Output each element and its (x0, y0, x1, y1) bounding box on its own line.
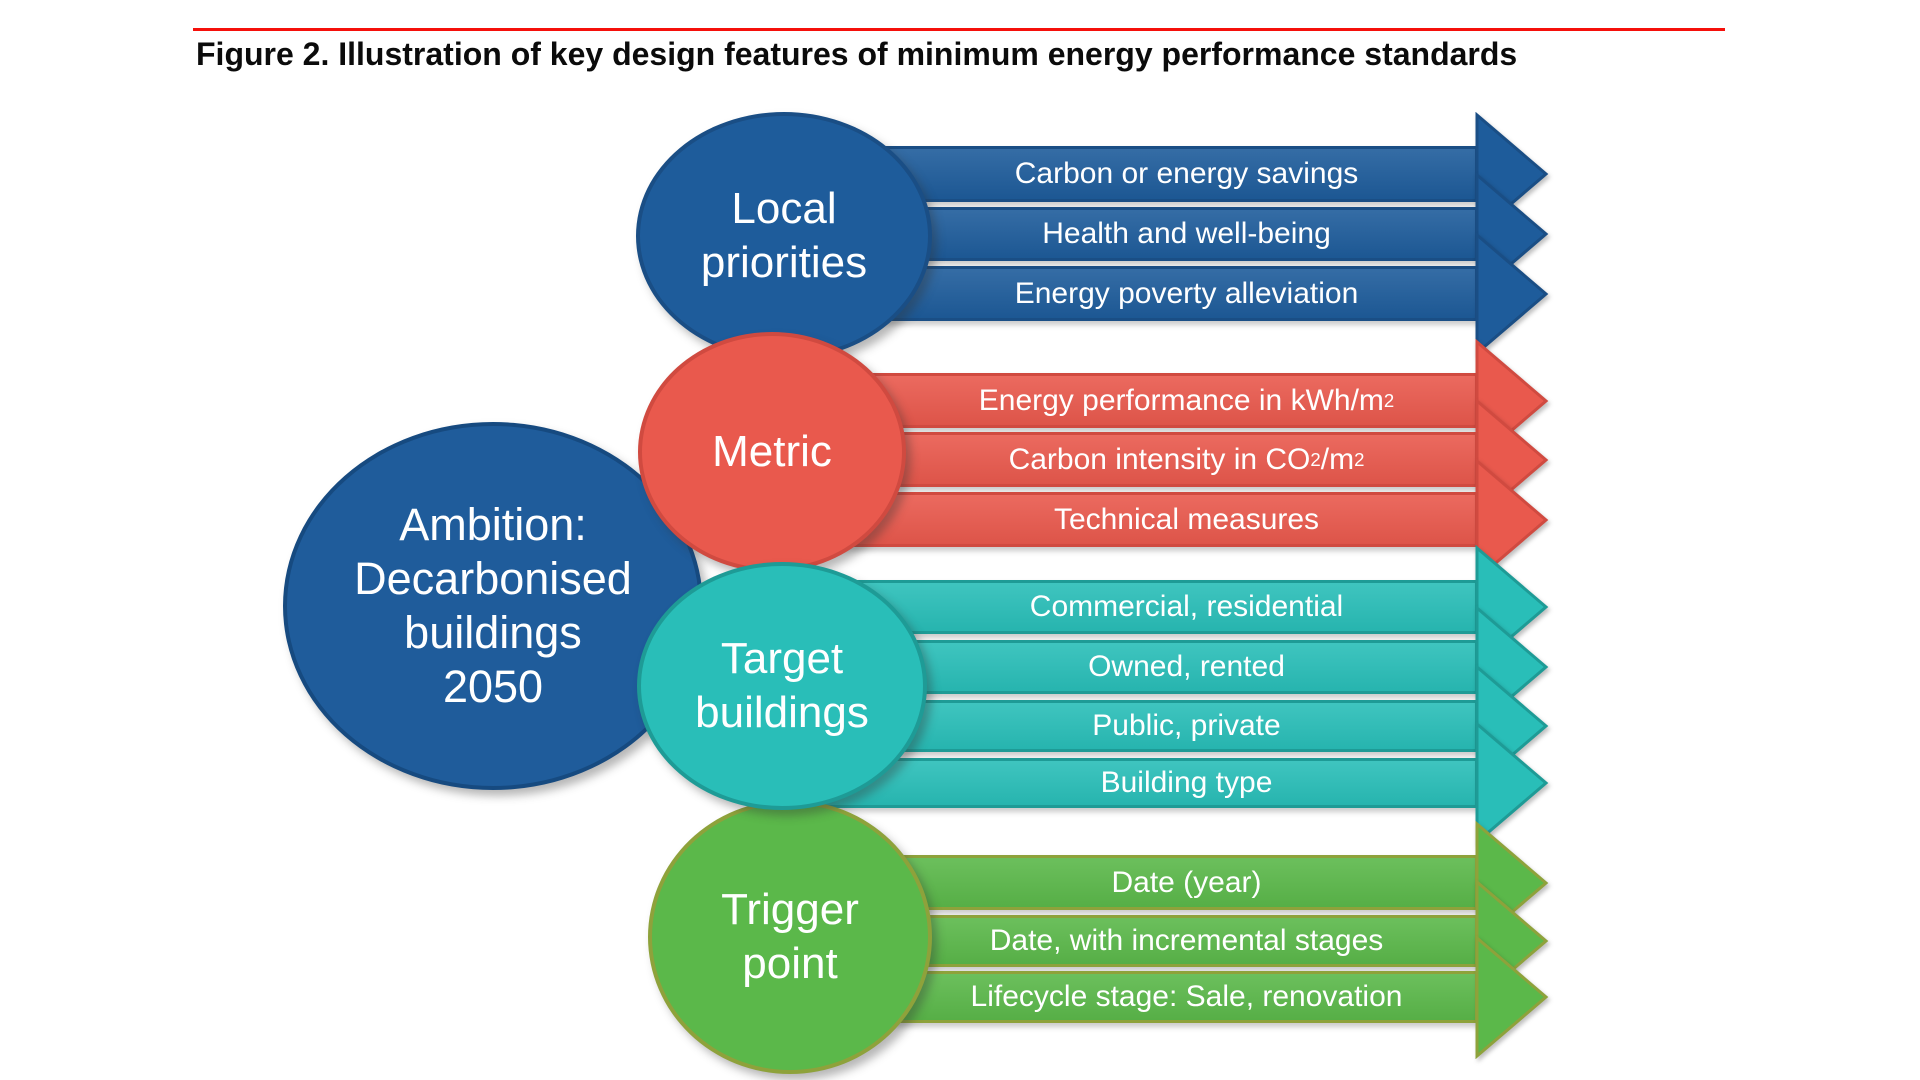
circle-metric: Metric (638, 332, 906, 572)
arrow-band-label: Building type (1100, 766, 1273, 799)
arrow-band-label: Date, with incremental stages (989, 924, 1384, 957)
circle-label-line: Target (720, 634, 844, 683)
circle-label-line: Metric (712, 427, 832, 476)
circle-local-priorities: Local priorities (636, 112, 932, 360)
circle-label-line: point (742, 939, 838, 988)
arrow-head-icon (1475, 457, 1549, 582)
arrow-band-label: Carbon or energy savings (1014, 157, 1359, 190)
circle-label-line: 2050 (442, 661, 544, 712)
circle-label-line: Ambition: (399, 499, 587, 550)
circle-trigger-point: Trigger point (648, 800, 932, 1074)
arrow-band-label: Public, private (1092, 709, 1281, 742)
arrow-band-label: Energy poverty alleviation (1014, 276, 1359, 310)
arrow-head-icon (1475, 721, 1549, 845)
arrow-band-label: Owned, rented (1088, 650, 1285, 683)
arrow-band-label: Technical measures (1053, 502, 1320, 536)
circle-label-line: buildings (695, 688, 869, 737)
arrow-band-label: Lifecycle stage: Sale, renovation (970, 980, 1403, 1013)
circle-label-line: Decarbonised (354, 553, 632, 604)
circle-target-buildings: Target buildings (637, 562, 927, 810)
arrow-band-label: Commercial, residential (1029, 590, 1344, 623)
figure-title: Figure 2. Illustration of key design fea… (196, 36, 1518, 72)
circle-label-line: buildings (404, 607, 582, 658)
circle-label-line: Trigger (721, 885, 859, 934)
title-rule (193, 28, 1725, 31)
arrow-head-icon (1475, 231, 1549, 356)
circle-label-line: priorities (700, 238, 868, 287)
circle-label-line: Local (731, 184, 837, 233)
arrow-head-icon (1475, 935, 1549, 1059)
arrow-band-label: Health and well-being (1042, 217, 1331, 250)
arrow-band-label: Date (year) (1111, 865, 1262, 899)
